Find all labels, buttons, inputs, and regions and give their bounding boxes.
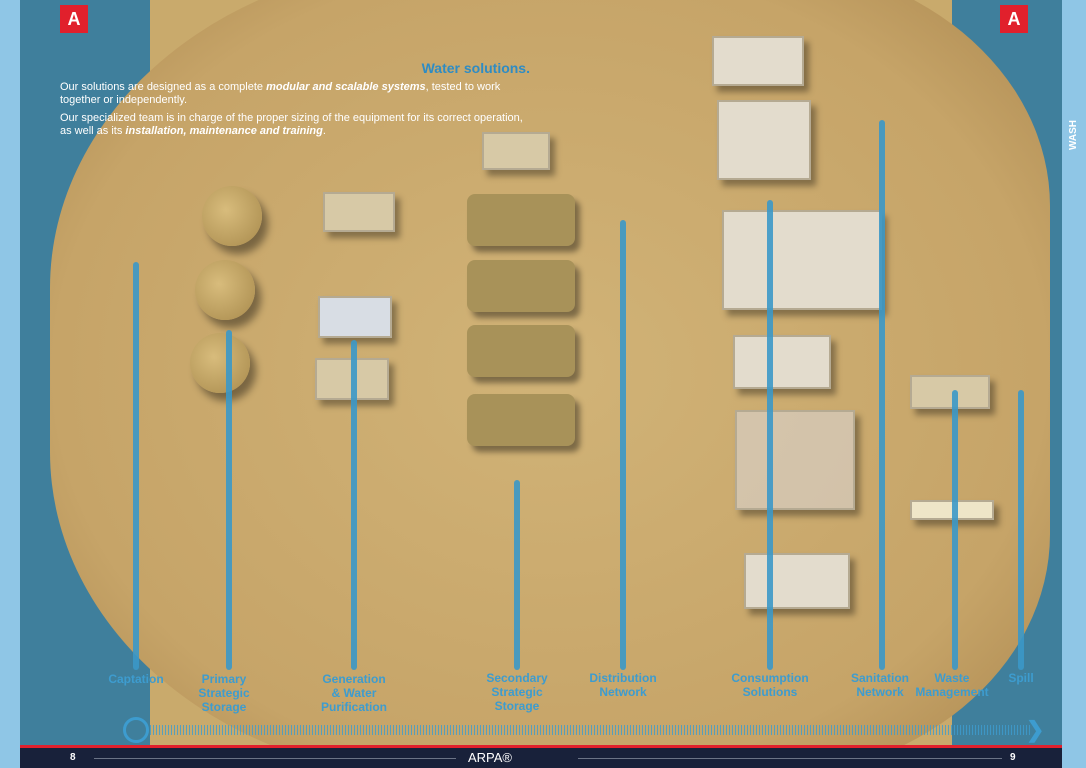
container-module — [712, 36, 804, 86]
stage-pole — [767, 200, 773, 670]
purification-unit — [323, 192, 395, 232]
stage-pole — [514, 480, 520, 670]
stage-label-distribution: Distribution Network — [589, 671, 657, 699]
stage-pole — [351, 340, 357, 670]
stage-label-primary-storage: Primary Strategic Storage — [198, 672, 250, 714]
stage-label-sanitation: Sanitation Network — [850, 671, 910, 699]
stage-label-waste: Waste Management — [915, 671, 989, 699]
page-number-left: 8 — [70, 752, 76, 763]
stage-label-consumption: Consumption Solutions — [731, 671, 809, 699]
kitchen-module — [744, 553, 850, 609]
stage-pole — [1018, 390, 1024, 670]
generator — [482, 132, 550, 170]
latrine-module — [733, 335, 831, 389]
section-tab-label: WASH — [1068, 120, 1079, 150]
stage-pole — [620, 220, 626, 670]
stage-pole — [133, 262, 139, 670]
page-title: Water solutions. — [421, 60, 530, 76]
container-module — [717, 100, 811, 180]
chevron-right-icon: ❯ — [1026, 717, 1045, 742]
page-number-right: 9 — [1010, 752, 1016, 763]
stage-pole — [226, 330, 232, 670]
intro-text: Water solutions. Our solutions are desig… — [60, 60, 530, 143]
stage-label-spill: Spill — [1008, 671, 1034, 685]
divider — [578, 758, 1002, 759]
intro-paragraph-1: Our solutions are designed as a complete… — [60, 81, 501, 106]
stage-pole — [879, 120, 885, 670]
stage-pole — [952, 390, 958, 670]
laundry-tent — [735, 410, 855, 510]
divider — [94, 758, 456, 759]
stage-label-generation: Generation & Water Purification — [320, 672, 388, 714]
shower-module — [722, 210, 882, 310]
footer: 8 ARPA® 9 — [20, 745, 1062, 768]
purification-unit — [318, 296, 392, 338]
storage-tank — [190, 333, 250, 393]
stage-label-secondary-storage: Secondary Strategic Storage — [486, 671, 548, 713]
bladder-tank — [467, 260, 575, 312]
stage-label-captation: Captation — [108, 672, 164, 686]
bladder-tank — [467, 194, 575, 246]
bladder-tank — [467, 394, 575, 446]
process-timeline — [150, 725, 1030, 735]
intro-paragraph-2: Our specialized team is in charge of the… — [60, 112, 523, 137]
section-tab-wash[interactable]: WASH — [1062, 100, 1086, 210]
brand-name: ARPA® — [468, 750, 513, 765]
brand-logo-right: A — [1000, 5, 1028, 33]
illustration-page: A A Water solutions. Our solutions are d… — [20, 0, 1062, 745]
brand-logo-left: A — [60, 5, 88, 33]
cycle-icon — [123, 717, 149, 743]
storage-tank — [202, 186, 262, 246]
waste-treatment-unit — [910, 375, 990, 409]
storage-tank — [195, 260, 255, 320]
bladder-tank — [467, 325, 575, 377]
